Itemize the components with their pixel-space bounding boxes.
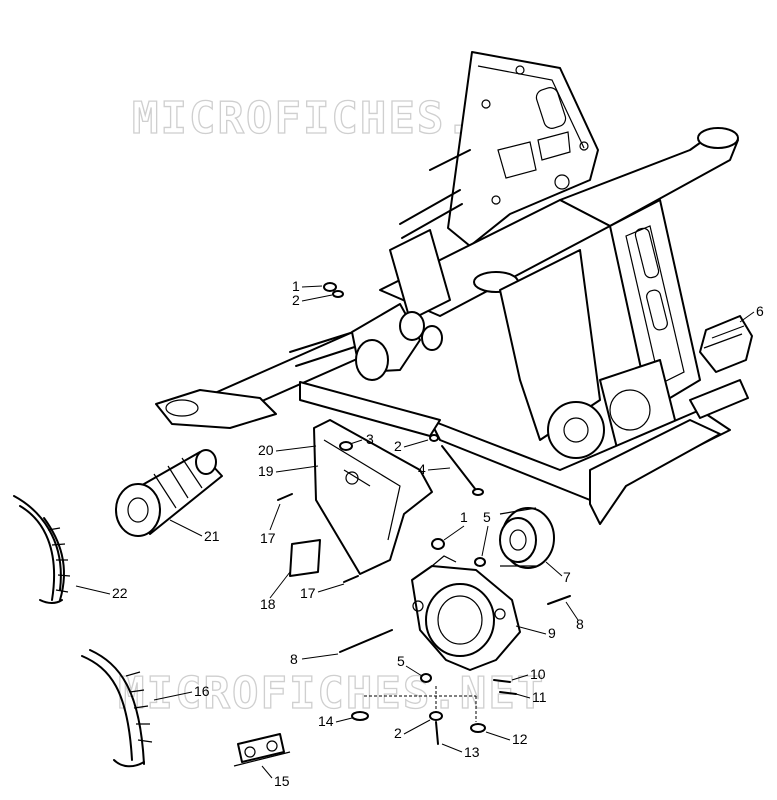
callout-7: 7 — [545, 561, 571, 585]
svg-text:17: 17 — [260, 530, 276, 546]
callout-5b: 5 — [397, 653, 423, 677]
bolt-8b — [339, 629, 393, 653]
svg-text:14: 14 — [318, 713, 334, 729]
svg-text:8: 8 — [290, 651, 298, 667]
bolt-4 — [441, 445, 477, 491]
callout-10: 10 — [511, 666, 546, 682]
washer-5a — [474, 557, 486, 567]
svg-text:10: 10 — [530, 666, 546, 682]
callout-3: 3 — [349, 431, 374, 447]
svg-text:7: 7 — [563, 569, 571, 585]
callout-2a: 2 — [292, 292, 333, 308]
callout-21: 21 — [169, 519, 220, 544]
part-18-plate — [289, 539, 321, 577]
callout-12: 12 — [485, 731, 528, 747]
part-16-chain — [81, 649, 153, 768]
fasteners — [277, 282, 571, 745]
washer-14 — [351, 711, 369, 721]
svg-text:2: 2 — [394, 725, 402, 741]
svg-text:1: 1 — [292, 278, 300, 294]
callout-15: 15 — [261, 765, 290, 789]
callout-17a: 17 — [260, 503, 281, 546]
svg-text:21: 21 — [204, 528, 220, 544]
svg-text:17: 17 — [300, 585, 316, 601]
svg-text:5: 5 — [397, 653, 405, 669]
svg-text:11: 11 — [532, 689, 547, 705]
callout-20: 20 — [258, 442, 317, 458]
callout-16: 16 — [153, 683, 210, 701]
svg-text:6: 6 — [756, 303, 764, 319]
frame-assembly — [155, 51, 749, 525]
callout-1a: 1 — [292, 278, 323, 294]
bolt-8a — [547, 595, 571, 605]
callout-14: 14 — [318, 713, 353, 729]
callout-17b: 17 — [300, 583, 345, 601]
callout-5a: 5 — [481, 509, 491, 557]
callout-13: 13 — [441, 743, 480, 760]
svg-text:16: 16 — [194, 683, 210, 699]
nut-1b — [431, 538, 445, 550]
callout-4: 4 — [418, 461, 451, 477]
svg-text:9: 9 — [548, 625, 556, 641]
callout-19: 19 — [258, 463, 319, 479]
svg-text:22: 22 — [112, 585, 128, 601]
svg-text:5: 5 — [483, 509, 491, 525]
callout-8b: 8 — [290, 651, 339, 667]
nut-1a — [323, 282, 337, 292]
callout-11: 11 — [515, 689, 547, 705]
svg-text:18: 18 — [260, 596, 276, 612]
callout-2c: 2 — [394, 719, 431, 741]
washer-2b — [429, 434, 439, 442]
svg-text:13: 13 — [464, 744, 480, 760]
screw-17b — [343, 575, 359, 583]
callouts: 1 2 3 2 4 20 19 17 21 22 18 17 6 1 5 7 8… — [75, 278, 764, 789]
washer-5b — [420, 673, 432, 683]
svg-text:20: 20 — [258, 442, 274, 458]
washer-12 — [470, 723, 486, 733]
callout-2b: 2 — [394, 438, 429, 454]
svg-text:3: 3 — [366, 431, 374, 447]
callout-9: 9 — [515, 625, 556, 641]
callout-8a: 8 — [565, 601, 584, 632]
washer-2a — [332, 290, 344, 298]
screw-3 — [339, 441, 353, 451]
part-19-20-guard — [313, 419, 433, 575]
svg-text:1: 1 — [460, 509, 468, 525]
bolt-11 — [499, 691, 517, 695]
washer-2c — [429, 711, 443, 721]
svg-text:19: 19 — [258, 463, 274, 479]
callout-1b: 1 — [443, 509, 468, 541]
part-22-chain — [13, 495, 71, 604]
svg-text:12: 12 — [512, 731, 528, 747]
svg-text:15: 15 — [274, 773, 290, 789]
watermark-bottom: MICROFICHES.NET — [118, 668, 545, 719]
svg-text:8: 8 — [576, 616, 584, 632]
svg-text:2: 2 — [394, 438, 402, 454]
svg-text:2: 2 — [292, 292, 300, 308]
callout-6: 6 — [739, 303, 764, 323]
part-21-roller — [115, 449, 223, 537]
part-7-bushing — [499, 507, 555, 569]
part-15-connector — [233, 733, 291, 767]
part-6-bushing — [699, 315, 753, 373]
bolt-10 — [493, 679, 511, 683]
callout-18: 18 — [260, 571, 291, 612]
bolt-13 — [435, 721, 439, 745]
screw-17a — [277, 493, 293, 501]
part-9-housing — [411, 555, 521, 671]
callout-22: 22 — [75, 585, 128, 601]
svg-text:4: 4 — [418, 461, 426, 477]
